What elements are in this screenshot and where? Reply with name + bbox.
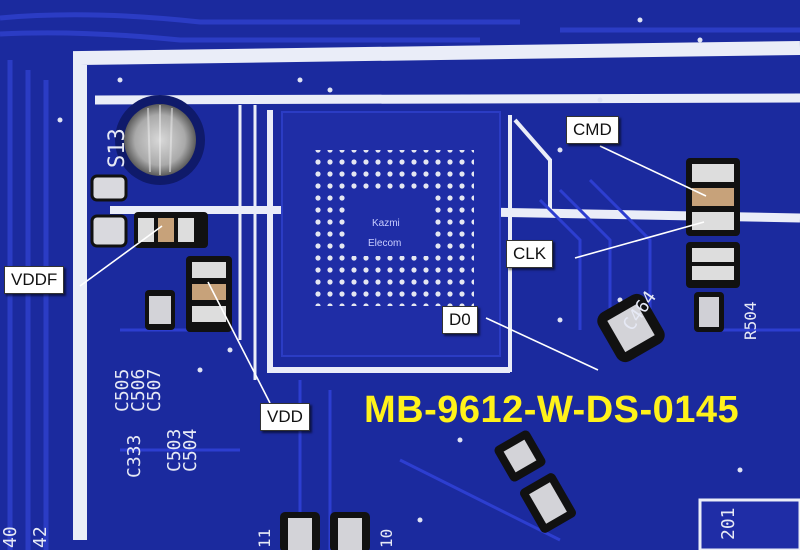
silk-right-vertical: R504 [741,301,760,340]
smd-vddf-group [90,174,208,248]
silk-bottom-mid-b: 10 [377,529,396,548]
silk-left-b: C506 [128,369,149,412]
smd-c464 [597,293,665,363]
watermark-line1: Kazmi [372,218,400,229]
scattered-vias [57,17,743,523]
silk-left-a: C505 [112,369,133,412]
watermark-line2: Elecom [368,238,401,249]
label-clk: CLK [506,240,554,268]
label-d0: D0 [442,306,478,334]
callout-lines [79,145,707,404]
bga-center [346,192,430,256]
silk-left-f: C333 [124,435,145,478]
silk-bottom-left-a: 40 [0,526,21,548]
silk-bottom-right: 201 [718,507,739,540]
silk-top-ref: S13 [105,128,130,168]
silk-left-e: C504 [180,429,201,472]
silk-bottom-left-b: 42 [30,526,51,548]
smd-vdd-group [145,256,232,332]
label-vddf: VDDF [4,266,65,294]
silk-left-c: C507 [144,369,165,412]
silk-left-d: C503 [164,429,185,472]
smd-cmd-clk-group [686,158,740,332]
silk-bottom-mid-a: 11 [255,529,274,548]
label-cmd: CMD [566,116,619,144]
model-number: MB-9612-W-DS-0145 [364,389,740,431]
smd-bottom-parts [280,430,800,550]
label-vdd: VDD [260,403,310,431]
silkscreen-frame [73,41,800,540]
